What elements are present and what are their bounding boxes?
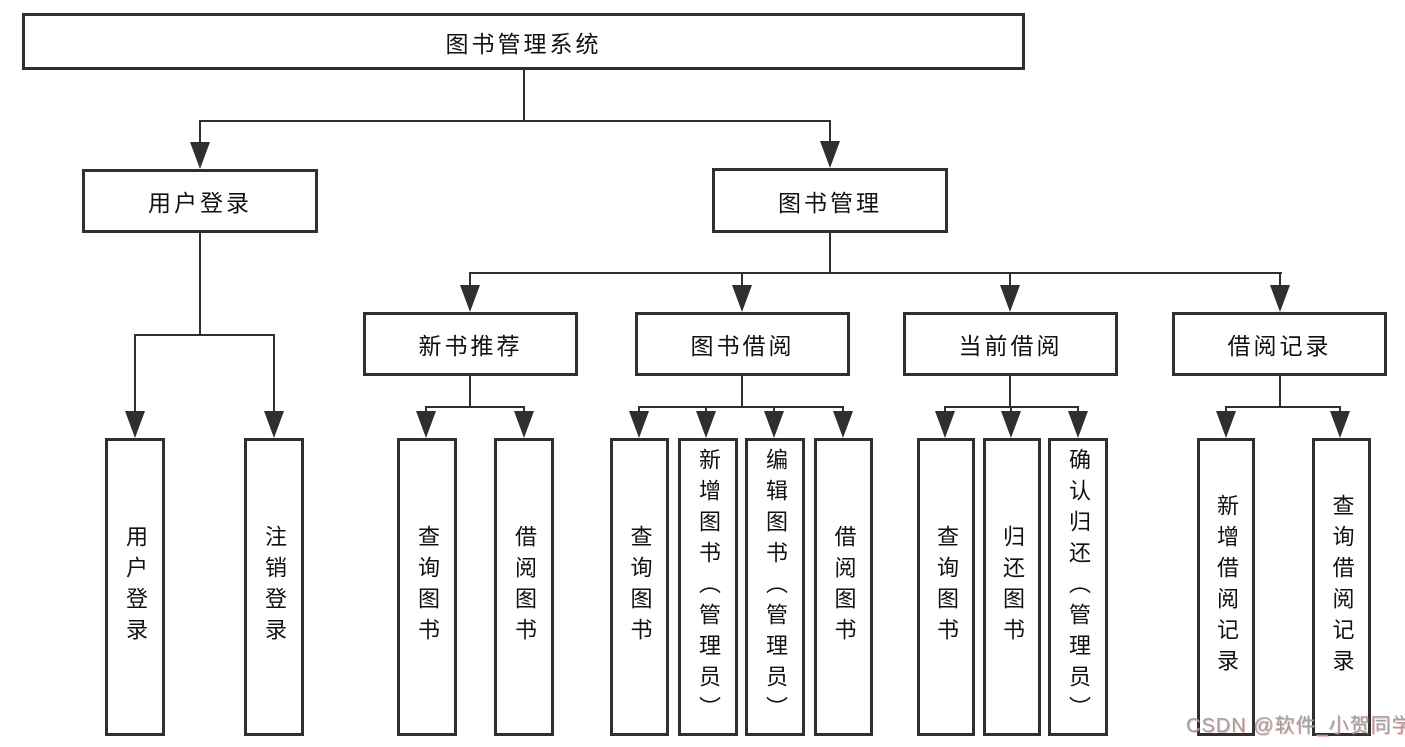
connector-line — [705, 406, 707, 414]
node-label: 借阅记录 — [1227, 333, 1332, 359]
leaf-label: 新增图书（管理员） — [696, 447, 721, 727]
leaf-edit-book-admin: 编辑图书（管理员） — [745, 438, 805, 736]
leaf-borrow-books-recommend: 借阅图书 — [494, 438, 554, 736]
leaf-query-books-recommend: 查询图书 — [397, 438, 457, 736]
connector-line — [199, 120, 831, 122]
connector-line — [638, 406, 640, 414]
node-label: 当前借阅 — [958, 333, 1063, 359]
leaf-label: 查询图书 — [627, 525, 653, 649]
node-label: 用户登录 — [148, 190, 252, 216]
connector-line — [469, 272, 471, 288]
arrowhead-down-icon — [190, 142, 210, 169]
node-current-borrowing: 当前借阅 — [903, 312, 1118, 376]
leaf-label: 编辑图书（管理员） — [763, 447, 788, 727]
connector-line — [944, 406, 946, 414]
connector-line — [134, 334, 275, 336]
connector-line — [773, 406, 775, 414]
leaf-borrow-books-borrow: 借阅图书 — [814, 438, 873, 736]
arrowhead-down-icon — [416, 411, 436, 438]
leaf-label: 注销登录 — [262, 525, 287, 649]
leaf-query-books-current: 查询图书 — [917, 438, 975, 736]
arrowhead-down-icon — [935, 411, 955, 438]
connector-line — [1009, 272, 1011, 288]
leaf-user-login: 用户登录 — [105, 438, 165, 736]
connector-line — [469, 376, 471, 408]
connector-line — [469, 272, 1282, 274]
connector-line — [1279, 376, 1281, 408]
connector-line — [523, 406, 525, 414]
watermark: CSDN @软件_小贺同学 — [1186, 715, 1405, 737]
leaf-label: 查询图书 — [934, 525, 959, 649]
connector-line — [199, 120, 201, 145]
leaf-label: 确认归还（管理员） — [1066, 447, 1091, 727]
connector-line — [199, 233, 201, 336]
connector-line — [829, 233, 831, 274]
arrowhead-down-icon — [833, 411, 853, 438]
connector-line — [1225, 406, 1341, 408]
leaf-label: 借阅图书 — [512, 525, 537, 649]
connector-line — [1077, 406, 1079, 414]
arrowhead-down-icon — [764, 411, 784, 438]
node-borrowing-records: 借阅记录 — [1172, 312, 1387, 376]
leaf-label: 新增借阅记录 — [1214, 494, 1239, 680]
node-label: 图书借阅 — [690, 333, 795, 359]
connector-line — [1279, 272, 1281, 288]
node-book-management: 图书管理 — [712, 168, 948, 233]
connector-line — [638, 406, 844, 408]
leaf-label: 用户登录 — [123, 525, 148, 649]
connector-line — [1339, 406, 1341, 414]
arrowhead-down-icon — [696, 411, 716, 438]
leaf-logout: 注销登录 — [244, 438, 304, 736]
arrowhead-down-icon — [1216, 411, 1236, 438]
node-new-book-recommendation: 新书推荐 — [363, 312, 578, 376]
arrowhead-down-icon — [732, 285, 752, 312]
arrowhead-down-icon — [1000, 285, 1020, 312]
leaf-return-books: 归还图书 — [983, 438, 1041, 736]
leaf-label: 查询借阅记录 — [1329, 494, 1355, 680]
connector-line — [425, 406, 427, 414]
node-library-management-system: 图书管理系统 — [22, 13, 1025, 70]
connector-line — [1225, 406, 1227, 414]
arrowhead-down-icon — [1001, 411, 1021, 438]
connector-line — [829, 120, 831, 145]
node-label: 图书管理 — [778, 189, 882, 216]
connector-line — [523, 70, 525, 121]
connector-line — [842, 406, 844, 414]
leaf-query-borrow-record: 查询借阅记录 — [1312, 438, 1371, 736]
connector-line — [134, 334, 136, 414]
node-user-login: 用户登录 — [82, 169, 318, 233]
leaf-query-books-borrow: 查询图书 — [610, 438, 669, 736]
arrowhead-down-icon — [460, 285, 480, 312]
leaf-add-book-admin: 新增图书（管理员） — [678, 438, 738, 736]
arrowhead-down-icon — [125, 411, 145, 438]
arrowhead-down-icon — [629, 411, 649, 438]
arrowhead-down-icon — [1330, 411, 1350, 438]
arrowhead-down-icon — [820, 141, 840, 168]
node-book-borrowing: 图书借阅 — [635, 312, 850, 376]
node-label: 新书推荐 — [418, 333, 523, 359]
connector-line — [1009, 376, 1011, 408]
leaf-label: 借阅图书 — [831, 525, 857, 649]
connector-line — [425, 406, 525, 408]
arrowhead-down-icon — [264, 411, 284, 438]
arrowhead-down-icon — [514, 411, 534, 438]
leaf-label: 归还图书 — [1000, 525, 1025, 649]
node-label: 图书管理系统 — [445, 30, 602, 57]
leaf-add-borrow-record: 新增借阅记录 — [1197, 438, 1255, 736]
connector-line — [741, 376, 743, 408]
leaf-confirm-return-admin: 确认归还（管理员） — [1048, 438, 1108, 736]
connector-line — [1010, 406, 1012, 414]
connector-line — [273, 334, 275, 414]
leaf-label: 查询图书 — [415, 525, 440, 649]
connector-line — [741, 272, 743, 288]
arrowhead-down-icon — [1068, 411, 1088, 438]
arrowhead-down-icon — [1270, 285, 1290, 312]
